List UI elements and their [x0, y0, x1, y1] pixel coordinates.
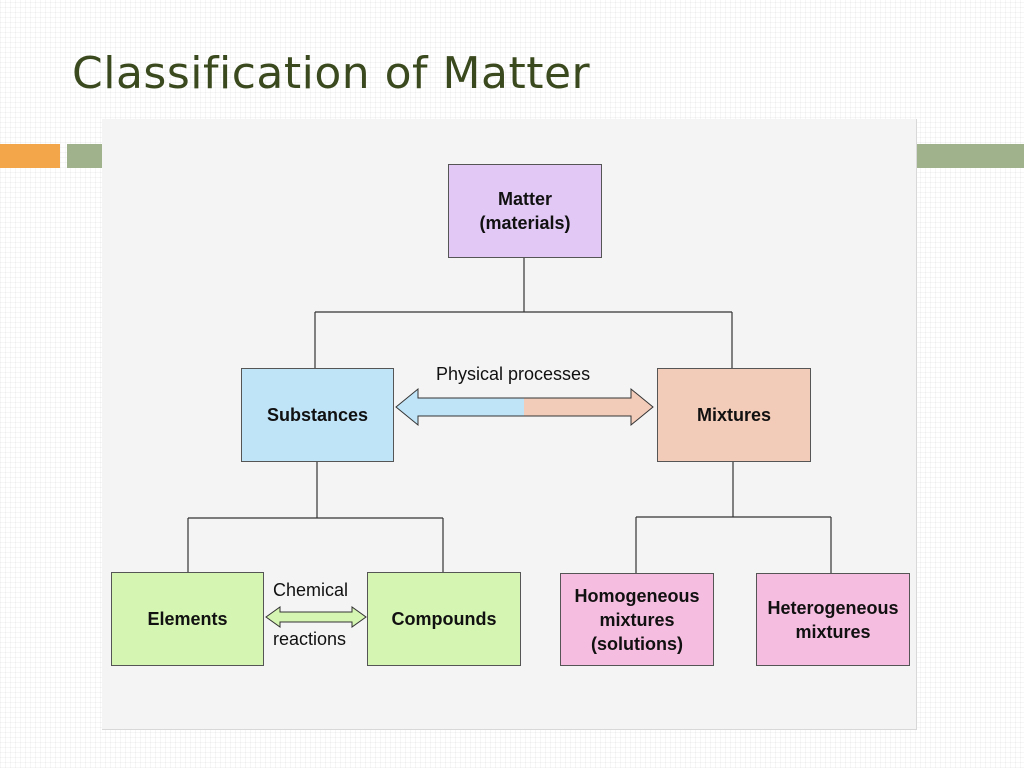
edge-mixtures-branches	[635, 462, 832, 573]
accent-bar-green-right	[916, 144, 1024, 168]
node-substances: Substances	[241, 368, 394, 462]
slide-title: Classification of Matter	[72, 48, 591, 99]
chemical-reactions-arrow	[265, 606, 367, 628]
accent-bar-orange	[0, 144, 60, 168]
node-matter: Matter (materials)	[448, 164, 602, 258]
physical-processes-label: Physical processes	[436, 364, 591, 384]
node-mixtures: Mixtures	[657, 368, 811, 462]
reactions-label: reactions	[273, 629, 347, 649]
edge-matter-branches	[314, 258, 733, 368]
chemical-label: Chemical	[273, 580, 349, 600]
edge-substances-branches	[187, 462, 444, 572]
node-heterogeneous-mixtures: Heterogeneous mixtures	[756, 573, 910, 666]
diagram-connectors	[187, 258, 832, 628]
physical-processes-arrow	[395, 387, 654, 427]
accent-bar-green-left	[67, 144, 107, 168]
node-homogeneous-mixtures: Homogeneous mixtures (solutions)	[560, 573, 714, 666]
node-elements: Elements	[111, 572, 264, 666]
diagram-panel: Matter (materials) Substances Mixtures E…	[102, 119, 917, 730]
node-compounds: Compounds	[367, 572, 521, 666]
